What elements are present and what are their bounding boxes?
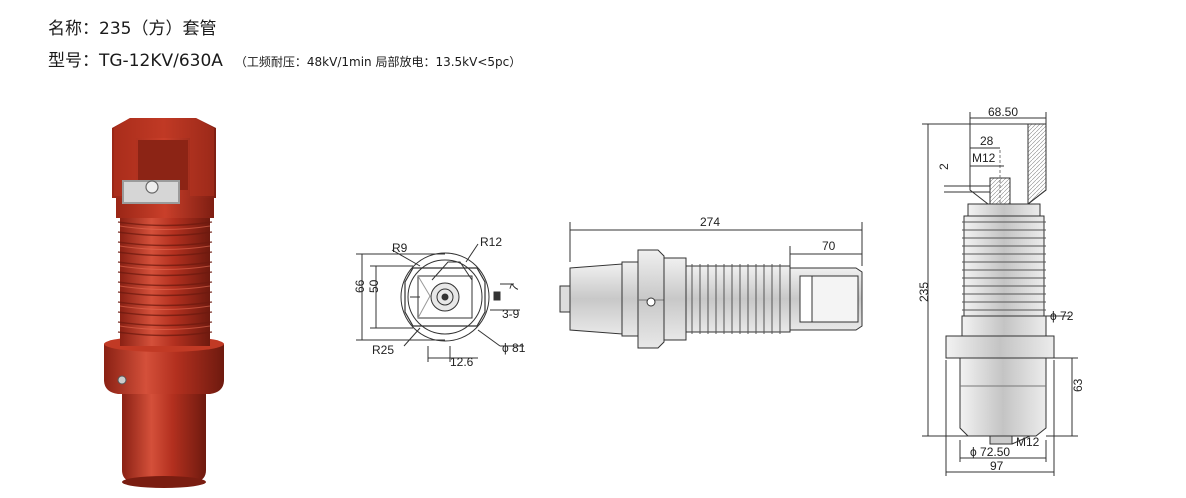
model-label: 型号：: [48, 51, 99, 71]
dim-68-50: 68.50: [988, 105, 1018, 119]
dim-r25: R25: [372, 343, 394, 357]
dim-28: 28: [980, 134, 994, 148]
dim-3-9: 3-9: [502, 307, 520, 321]
dim-2: 2: [937, 163, 951, 170]
front-view-drawing: [922, 112, 1078, 476]
dim-274: 274: [700, 215, 720, 229]
dim-97: 97: [990, 459, 1004, 473]
dim-70: 70: [822, 239, 836, 253]
dim-r9: R9: [392, 241, 408, 255]
outer-circle: [400, 252, 490, 342]
dim-phi81: ϕ 81: [502, 341, 526, 355]
side-view-drawing: [559, 222, 863, 349]
test-spec: （工频耐压：48kV/1min 局部放电：13.5kV<5pc）: [234, 55, 522, 69]
dim-12-6: 12.6: [450, 355, 474, 369]
product-name: 名称：235（方）套管: [48, 14, 216, 39]
dim-phi72: ϕ 72: [1050, 309, 1074, 323]
model-value: TG-12KV/630A: [99, 51, 223, 71]
product-model: 型号：TG-12KV/630A （工频耐压：48kV/1min 局部放电：13.5…: [48, 46, 521, 71]
dim-50: 50: [367, 279, 381, 293]
name-label: 名称：: [48, 19, 99, 39]
top-view-drawing: [356, 243, 524, 362]
dim-63: 63: [1071, 378, 1085, 392]
bushing-photo: [104, 118, 224, 488]
dim-phi72-50: ϕ 72.50: [970, 445, 1010, 459]
dim-235: 235: [917, 282, 931, 302]
dim-7: 7: [507, 282, 523, 293]
dim-66: 66: [353, 279, 367, 293]
dim-r12: R12: [480, 235, 502, 249]
dim-m12-bottom: M12: [1016, 435, 1040, 449]
dim-m12-top: M12: [972, 151, 996, 165]
name-value: 235（方）套管: [99, 19, 217, 39]
